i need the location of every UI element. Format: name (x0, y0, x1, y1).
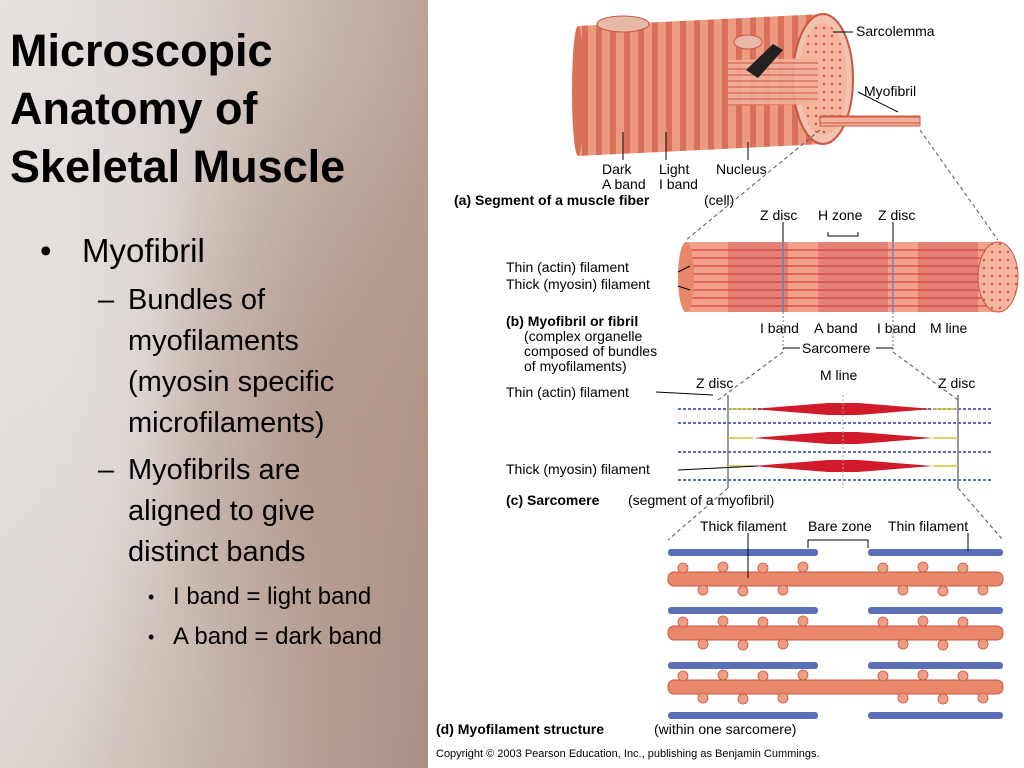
label-light: Light (659, 161, 689, 177)
label-z-disc-b2: Z disc (878, 207, 915, 223)
sub-sub-bullet-text: A band = dark band (173, 623, 382, 650)
myofilament-illustration (667, 533, 1004, 719)
label-thick-filament: Thick filament (700, 518, 786, 534)
title-line: Skeletal Muscle (10, 141, 346, 192)
sub-bullet-bundles: – Bundles of myofilaments (myosin specif… (40, 280, 430, 444)
sub-bullet-line: Myofibrils are (128, 454, 301, 486)
sub-bullet-line: Bundles of (128, 284, 266, 316)
sub-bullet-line: distinct bands (128, 536, 306, 568)
caption-b: (b) Myofibril or fibril (506, 313, 638, 329)
caption-a: (a) Segment of a muscle fiber (454, 192, 650, 208)
label-sarcomere: Sarcomere (802, 340, 871, 356)
label-bare-zone: Bare zone (808, 518, 872, 534)
myofibril-illustration (677, 222, 1019, 352)
label-a-band-b: A band (814, 320, 858, 336)
sub-bullet-line: microfilaments) (128, 407, 325, 439)
sarcomere-illustration (655, 391, 993, 488)
bullet-myofibril: • Myofibril (40, 232, 430, 270)
title-line: Anatomy of (10, 83, 258, 134)
label-h-zone: H zone (818, 207, 863, 223)
label-thin-c: Thin (actin) filament (506, 384, 629, 400)
sub-bullet-line: (myosin specific (128, 366, 335, 398)
label-dark: Dark (602, 161, 633, 177)
sub-bullet-line: aligned to give (128, 495, 316, 527)
label-m-line-c: M line (820, 367, 858, 383)
caption-a-rest: (cell) (704, 192, 734, 208)
label-thin-b: Thin (actin) filament (506, 259, 629, 275)
caption-b-line: (complex organelle (524, 328, 642, 344)
label-z-disc-c2: Z disc (938, 375, 975, 391)
label-thick-b: Thick (myosin) filament (506, 276, 650, 292)
slide-title: Microscopic Anatomy of Skeletal Muscle (10, 22, 420, 196)
caption-c-rest: (segment of a myofibril) (628, 492, 774, 508)
sub-bullet-line: myofilaments (128, 325, 299, 357)
muscle-anatomy-figure: Sarcolemma Myofibril Dark A band Light I… (428, 0, 1024, 768)
skin-background (0, 0, 430, 768)
sub-bullet-aligned: – Myofibrils are aligned to give distinc… (40, 450, 430, 573)
label-nucleus: Nucleus (716, 161, 767, 177)
copyright-notice: Copyright © 2003 Pearson Education, Inc.… (436, 748, 820, 760)
bullet-list: • Myofibril – Bundles of myofilaments (m… (40, 232, 430, 657)
sub-sub-bullet-text: I band = light band (173, 583, 372, 610)
title-line: Microscopic (10, 25, 273, 76)
label-thin-filament: Thin filament (888, 518, 968, 534)
caption-d-rest: (within one sarcomere) (654, 721, 796, 737)
bullet-text: Myofibril (82, 232, 205, 269)
bullet-dot-icon: • (40, 232, 52, 269)
dash-icon: – (98, 284, 115, 316)
label-sarcolemma: Sarcolemma (856, 23, 935, 39)
caption-b-line: composed of bundles (524, 343, 657, 359)
label-myofibril: Myofibril (864, 83, 916, 99)
label-i-band-b2: I band (877, 320, 916, 336)
label-thick-c: Thick (myosin) filament (506, 461, 650, 477)
bullet-dot-icon: • (148, 627, 155, 647)
sub-sub-bullet-a-band: • A band = dark band (40, 617, 430, 657)
bullet-dot-icon: • (148, 587, 155, 607)
label-z-disc-b1: Z disc (760, 207, 797, 223)
muscle-fiber-illustration (572, 13, 921, 160)
label-i-band-b1: I band (760, 320, 799, 336)
label-i-band: I band (659, 176, 698, 192)
sub-sub-bullet-i-band: • I band = light band (40, 577, 430, 617)
caption-b-line: of myofilaments) (524, 358, 627, 374)
label-z-disc-c1: Z disc (696, 375, 733, 391)
caption-d: (d) Myofilament structure (436, 721, 604, 737)
label-a-band: A band (602, 176, 646, 192)
figure-svg: Sarcolemma Myofibril Dark A band Light I… (436, 13, 1019, 760)
dash-icon: – (98, 454, 115, 486)
label-m-line-b: M line (930, 320, 968, 336)
caption-c: (c) Sarcomere (506, 492, 600, 508)
